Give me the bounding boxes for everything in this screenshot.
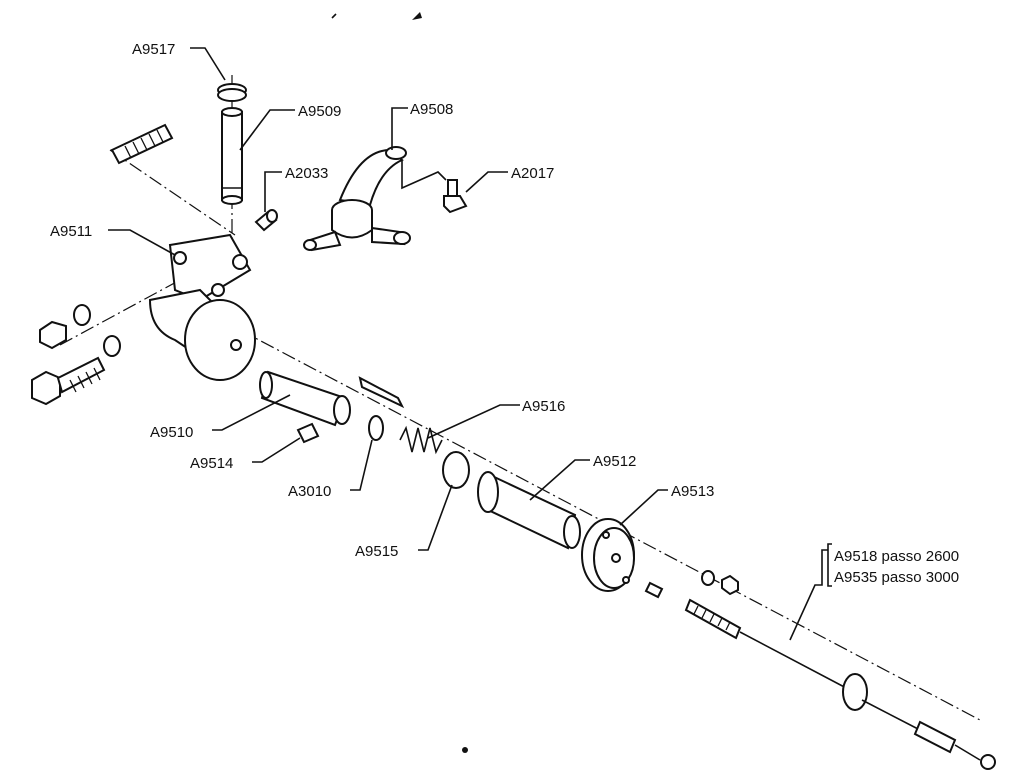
spring-a9516 — [399, 425, 443, 455]
housing-a9511 — [148, 233, 256, 381]
nut — [721, 574, 739, 596]
pin-a9509 — [221, 107, 243, 205]
label-a9508: A9508 — [410, 101, 453, 118]
label-a9518: A9518 passo 2600 — [834, 548, 959, 565]
label-a9510: A9510 — [150, 424, 193, 441]
clip-ring-a9517 — [217, 83, 247, 102]
label-a2017: A2017 — [511, 165, 554, 182]
threaded-stud — [110, 123, 174, 165]
label-a9511: A9511 — [50, 223, 92, 240]
cable-a9518 — [644, 581, 996, 770]
label-a2033: A2033 — [285, 165, 328, 182]
label-a3010: A3010 — [288, 483, 331, 500]
bushing-a2033 — [254, 209, 278, 232]
bolt — [31, 356, 106, 406]
lever-a9508 — [303, 146, 411, 252]
label-a9515: A9515 — [355, 543, 398, 560]
nut-washer-set — [39, 304, 121, 357]
pin-a9514 — [296, 422, 320, 444]
label-a9514: A9514 — [190, 455, 233, 472]
roll-pin — [358, 376, 405, 409]
leader-lines — [108, 47, 828, 641]
sleeve-a9512 — [477, 471, 581, 550]
label-a9517: A9517 — [132, 41, 175, 58]
stray-mark — [462, 747, 468, 753]
flange-a9513 — [581, 518, 635, 592]
washer — [701, 570, 715, 586]
ring-a9515 — [442, 451, 470, 489]
stray-mark — [412, 12, 422, 20]
oring-a3010 — [368, 415, 384, 441]
label-a9516: A9516 — [522, 398, 565, 415]
stop-a2017 — [443, 179, 468, 214]
label-a9535: A9535 passo 3000 — [834, 569, 959, 586]
shaft-a9510 — [259, 370, 351, 427]
label-bracket — [827, 543, 832, 587]
stray-mark — [331, 13, 337, 19]
label-a9513: A9513 — [671, 483, 714, 500]
label-a9512: A9512 — [593, 453, 636, 470]
label-a9509: A9509 — [298, 103, 341, 120]
axis-line — [109, 149, 236, 236]
